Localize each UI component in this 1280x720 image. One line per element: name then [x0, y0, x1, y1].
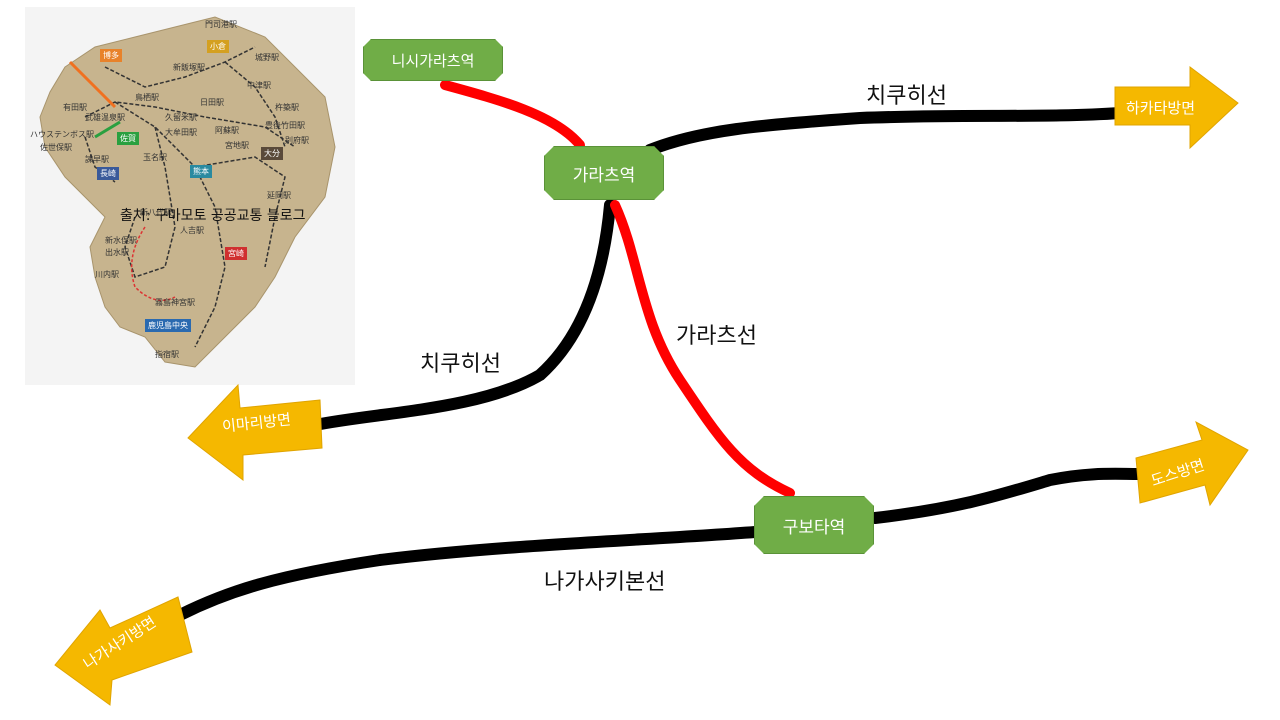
arrow-tosu-icon — [1135, 420, 1249, 507]
map-station-label: 有田駅 — [63, 103, 87, 112]
map-station-label: 豊後竹田駅 — [265, 121, 305, 130]
map-station-label: 大牟田駅 — [165, 128, 197, 137]
chikuhi-line-lower — [309, 199, 616, 431]
karatsu-line-upper — [440, 80, 585, 150]
map-station-label: 日田駅 — [200, 98, 224, 107]
map-badge: 博多 — [100, 49, 122, 62]
map-station-label: 武雄温泉駅 — [85, 113, 125, 122]
map-station-label: ハウステンボス駅 — [30, 130, 94, 139]
map-station-label: 宮地駅 — [225, 141, 249, 150]
kyushu-map-graphic — [39, 16, 336, 368]
map-station-label: 新飯塚駅 — [173, 63, 205, 72]
label-karatsu: 가라츠선 — [676, 324, 757, 349]
map-badge: 宮崎 — [225, 247, 247, 260]
arrow-imari-icon — [187, 383, 323, 482]
map-station-label: 人吉駅 — [180, 226, 204, 235]
station-kubota: 구보타역 — [754, 496, 874, 554]
map-badge: 熊本 — [190, 165, 212, 178]
label-chikuhi-upper: 치쿠히선 — [866, 84, 947, 109]
map-badge: 小倉 — [207, 40, 229, 53]
direction-hakata: 하카타방면 — [1126, 99, 1196, 117]
map-station-label: 出水駅 — [105, 248, 129, 257]
label-nagasaki-main: 나가사키본선 — [544, 570, 666, 595]
map-station-label: 杵築駅 — [275, 103, 299, 112]
map-badge: 長崎 — [97, 167, 119, 180]
map-station-label: 新八代駅 — [140, 208, 172, 217]
map-badge: 佐賀 — [117, 132, 139, 145]
map-station-label: 延岡駅 — [267, 191, 291, 200]
nagasaki-line-west — [174, 526, 761, 621]
map-station-label: 霧島神宮駅 — [155, 298, 195, 307]
map-station-label: 新水俣駅 — [105, 236, 137, 245]
map-station-label: 玉名駅 — [143, 153, 167, 162]
station-nishikaratsu: 니시가라츠역 — [363, 39, 503, 81]
label-chikuhi-lower: 치쿠히선 — [420, 352, 501, 377]
arrow-hakata-icon — [1114, 66, 1239, 150]
map-station-label: 鳥栖駅 — [135, 93, 159, 102]
arrow-nagasaki-icon — [54, 596, 193, 706]
station-karatsu: 가라츠역 — [544, 146, 664, 200]
map-station-label: 別府駅 — [285, 136, 309, 145]
chikuhi-line-upper — [644, 107, 1126, 156]
map-station-label: 阿蘇駅 — [215, 126, 239, 135]
map-station-label: 中津駅 — [247, 81, 271, 90]
map-station-label: 久留米駅 — [165, 113, 197, 122]
source-caption: 출처: 구마모토 공공교통 블로그 — [120, 208, 306, 224]
map-station-label: 指宿駅 — [155, 350, 179, 359]
map-station-label: 川内駅 — [95, 270, 119, 279]
map-badge: 鹿児島中央 — [145, 319, 191, 332]
map-badge: 大分 — [261, 147, 283, 160]
map-station-label: 佐世保駅 — [40, 143, 72, 152]
map-station-label: 諫早駅 — [85, 155, 109, 164]
map-station-label: 城野駅 — [255, 53, 279, 62]
kyushu-rail-map: 博多 小倉 佐賀 長崎 熊本 大分 宮崎 鹿児島中央 門司港駅 城野駅 新飯塚駅… — [25, 7, 355, 385]
map-station-label: 門司港駅 — [205, 20, 237, 29]
karatsu-line-lower — [610, 200, 795, 498]
nagasaki-line-east — [869, 467, 1144, 524]
